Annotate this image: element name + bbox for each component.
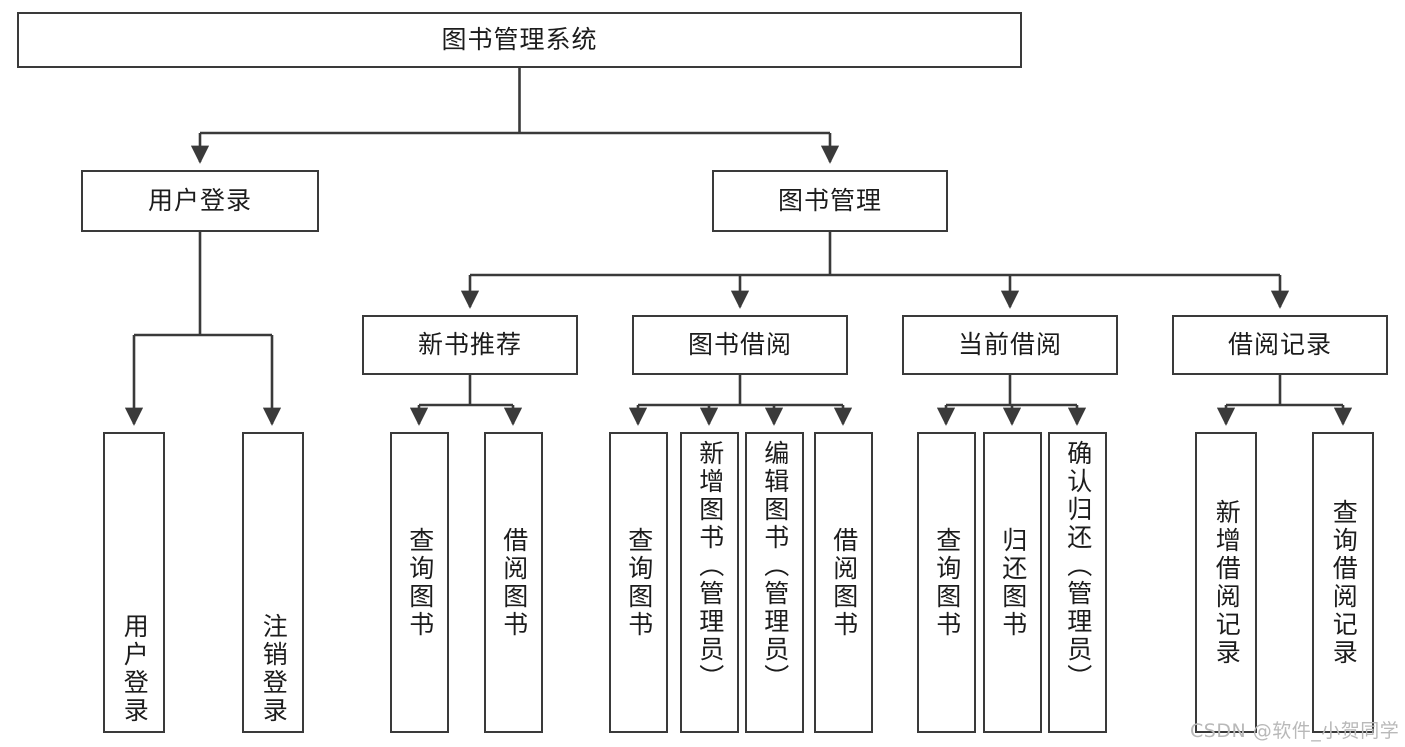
node-label: 查询图书 — [405, 526, 435, 639]
node-root-book-management-system[interactable]: 图书管理系统 — [17, 12, 1022, 68]
node-label: 新增借阅记录 — [1212, 498, 1242, 667]
node-leaf-query-borrow-record[interactable]: 查询借阅记录 — [1312, 432, 1374, 733]
node-label: 借阅图书 — [829, 526, 859, 639]
node-borrow-record[interactable]: 借阅记录 — [1172, 315, 1388, 375]
node-label: 当前借阅 — [957, 330, 1062, 360]
node-label: 确认归还（管理员） — [1063, 440, 1093, 692]
node-label: 用户登录 — [120, 613, 150, 725]
node-label: 用户登录 — [147, 186, 252, 216]
node-label: 查询借阅记录 — [1329, 498, 1359, 667]
node-label: 归还图书 — [998, 526, 1028, 639]
node-label: 借阅图书 — [499, 526, 529, 639]
node-current-borrow[interactable]: 当前借阅 — [902, 315, 1118, 375]
node-label: 注销登录 — [259, 613, 289, 725]
node-user-login[interactable]: 用户登录 — [81, 170, 319, 232]
node-label: 借阅记录 — [1227, 330, 1332, 360]
node-leaf-add-book-admin[interactable]: 新增图书（管理员） — [680, 432, 739, 733]
node-leaf-add-borrow-record[interactable]: 新增借阅记录 — [1195, 432, 1257, 733]
node-leaf-return-book[interactable]: 归还图书 — [983, 432, 1042, 733]
node-new-book-recommend[interactable]: 新书推荐 — [362, 315, 578, 375]
node-label: 编辑图书（管理员） — [760, 440, 790, 692]
node-book-borrow[interactable]: 图书借阅 — [632, 315, 848, 375]
node-leaf-user-login[interactable]: 用户登录 — [103, 432, 165, 733]
csdn-watermark: CSDN @软件_小贺同学 — [1190, 720, 1400, 742]
node-leaf-query-book-2[interactable]: 查询图书 — [609, 432, 668, 733]
node-leaf-borrow-book-1[interactable]: 借阅图书 — [484, 432, 543, 733]
node-label: 查询图书 — [932, 526, 962, 639]
node-leaf-borrow-book-2[interactable]: 借阅图书 — [814, 432, 873, 733]
node-label: 新书推荐 — [417, 330, 522, 360]
node-label: 图书管理系统 — [441, 25, 598, 55]
node-leaf-logout-login[interactable]: 注销登录 — [242, 432, 304, 733]
node-leaf-edit-book-admin[interactable]: 编辑图书（管理员） — [745, 432, 804, 733]
node-leaf-query-book-3[interactable]: 查询图书 — [917, 432, 976, 733]
node-label: 查询图书 — [624, 526, 654, 639]
node-leaf-query-book-1[interactable]: 查询图书 — [390, 432, 449, 733]
node-leaf-confirm-return-admin[interactable]: 确认归还（管理员） — [1048, 432, 1107, 733]
node-label: 新增图书（管理员） — [695, 440, 725, 692]
node-label: 图书借阅 — [687, 330, 792, 360]
node-label: 图书管理 — [777, 186, 882, 216]
node-book-manage[interactable]: 图书管理 — [712, 170, 948, 232]
